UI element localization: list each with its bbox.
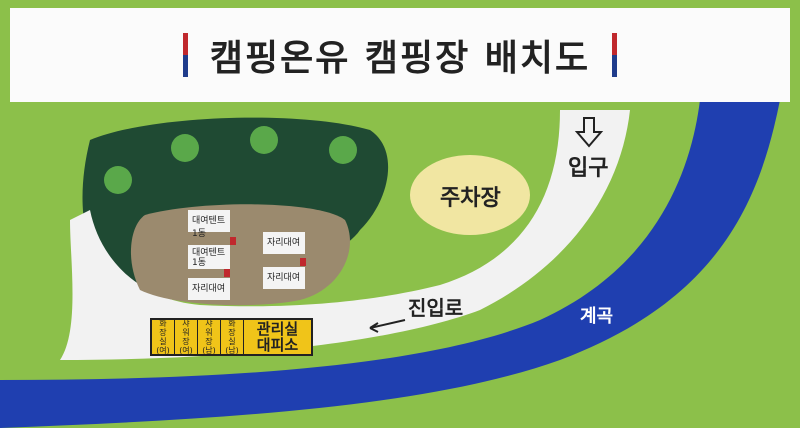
shower-women: 샤 워 장 (여): [175, 319, 198, 355]
title-banner: 캠핑온유 캠핑장 배치도: [10, 8, 790, 102]
trees: [104, 126, 357, 194]
site-spot-3: 자리대여: [263, 267, 305, 289]
fire-extinguisher-icon: [224, 269, 230, 277]
site-spot-2: 자리대여: [263, 232, 305, 254]
access-road-label: 진입로: [408, 296, 464, 320]
road-arrow-icon: [369, 319, 406, 333]
site-rental-tent-1: 대여텐트 1동: [188, 210, 230, 239]
map-title: 캠핑온유 캠핑장 배치도: [209, 38, 591, 79]
campground-area: [130, 204, 350, 306]
tree-icon: [250, 126, 278, 154]
tree-icon: [171, 134, 199, 162]
restroom-women: 화 장 실 (여): [152, 319, 175, 355]
site-rental-tent-2: 대여텐트 1동: [188, 245, 230, 269]
entrance-arrow-icon: [574, 117, 604, 148]
parking-label: 주차장: [440, 186, 501, 211]
access-road: [60, 110, 630, 360]
fire-extinguisher-icon: [300, 258, 306, 266]
flag-bar-left: [182, 33, 188, 77]
facility-building: 화 장 실 (여) 샤 워 장 (여) 샤 워 장 (남) 화 장 실 (남) …: [150, 318, 313, 356]
fire-extinguisher-icon: [230, 237, 236, 245]
entrance-label: 입구: [568, 156, 609, 181]
stream-label: 계곡: [580, 306, 614, 327]
parking-area: [410, 155, 530, 235]
shower-men: 샤 워 장 (남): [198, 319, 221, 355]
tree-icon: [104, 166, 132, 194]
tree-icon: [329, 136, 357, 164]
river: [0, 100, 780, 428]
site-spot-1: 자리대여: [188, 278, 230, 300]
office-shelter: 관리실 대피소: [256, 320, 299, 354]
restroom-men: 화 장 실 (남): [221, 319, 244, 355]
flag-bar-right: [612, 33, 618, 77]
